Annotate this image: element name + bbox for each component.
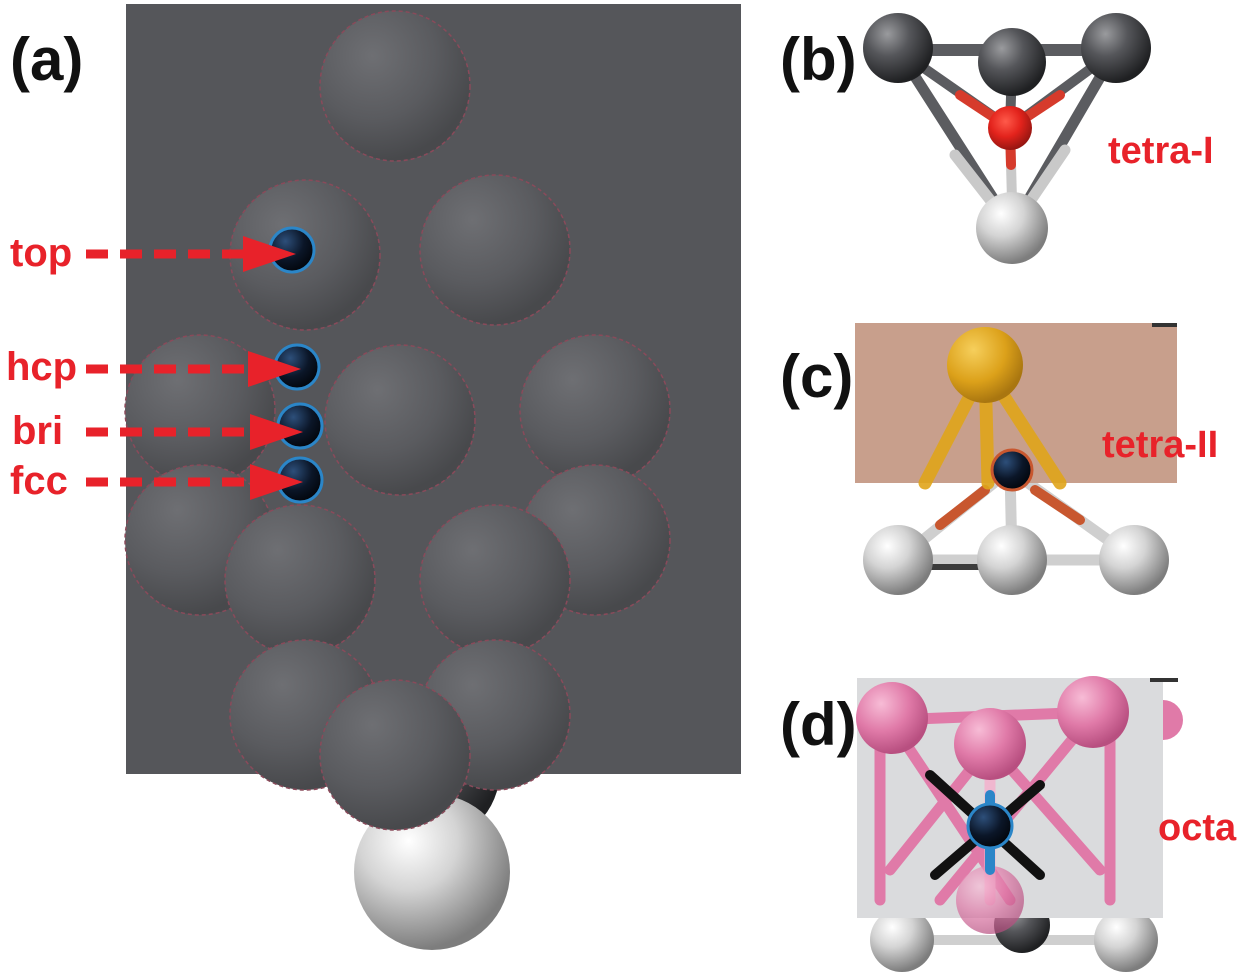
arrow-heads <box>243 236 303 500</box>
site-arrows <box>86 249 256 487</box>
panel-c-corner-mark <box>1152 323 1177 327</box>
atom-d-top-left <box>856 682 928 754</box>
atom-c-right <box>1099 525 1169 595</box>
panel-b-label: (b) <box>780 26 857 93</box>
atom-light-below <box>354 794 510 950</box>
site-type-octa: octa <box>1158 807 1237 849</box>
atom-c-top <box>947 327 1023 403</box>
site-label-top: top <box>10 231 72 275</box>
atom-b-left <box>863 13 933 83</box>
atom-b-bottom <box>976 192 1048 264</box>
panel-a: (a) top hcp bri fcc <box>6 4 741 950</box>
site-type-tetra-I: tetra-I <box>1108 130 1214 172</box>
atom-c-center <box>990 448 1034 492</box>
arrow-head-bri <box>250 414 303 450</box>
atom-c-middle <box>977 525 1047 595</box>
atom-d-bottom-right <box>1094 908 1158 972</box>
panel-c-label: (c) <box>780 343 853 410</box>
site-label-fcc: fcc <box>10 459 68 503</box>
site-type-tetra-II: tetra-II <box>1102 424 1218 466</box>
atom-d-bottom-left <box>870 908 934 972</box>
site-label-bri: bri <box>12 409 63 453</box>
panel-b: (b) tetra-I <box>780 13 1214 264</box>
panel-c: (c) tetra-II <box>780 323 1218 595</box>
panel-a-label: (a) <box>10 26 83 93</box>
arrow-head-hcp <box>248 351 301 387</box>
atom-b-right <box>1081 13 1151 83</box>
atom-b-center <box>988 106 1032 150</box>
site-label-hcp: hcp <box>6 345 77 389</box>
panel-d: (d) octa <box>780 676 1237 972</box>
atom-b-back <box>978 28 1046 96</box>
atom-d-edge-right <box>1163 700 1183 740</box>
panel-d-label: (d) <box>780 691 857 758</box>
atom-c-left <box>863 525 933 595</box>
atom-d-top-right <box>1057 676 1129 748</box>
arrow-head-top <box>243 236 296 272</box>
arrow-head-fcc <box>250 464 303 500</box>
panel-d-corner-mark <box>1150 678 1178 682</box>
atom-d-center <box>966 802 1014 850</box>
adsorption-sites <box>268 226 324 504</box>
atom-d-top-center <box>954 708 1026 780</box>
atom-d-lower-center <box>956 866 1024 934</box>
